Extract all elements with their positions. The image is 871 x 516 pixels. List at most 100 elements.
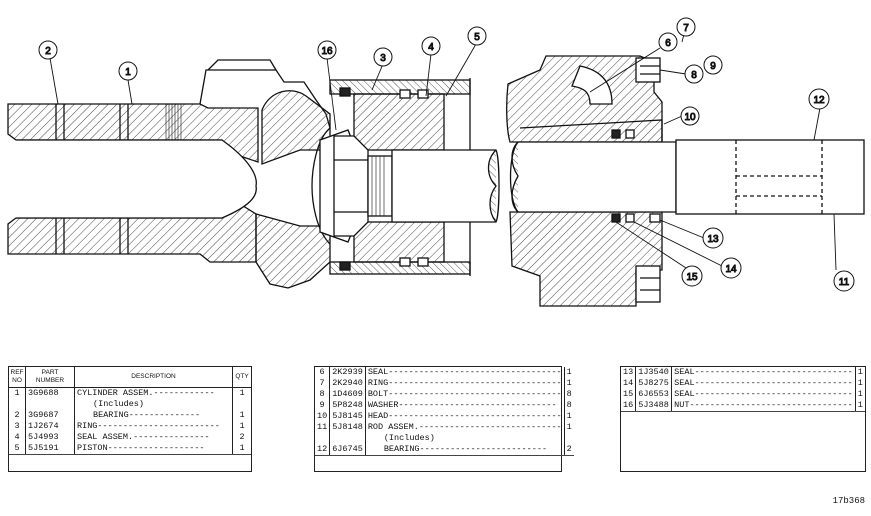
svg-text:1: 1 [125,67,131,78]
callout-6: 6 [658,32,678,52]
header-ref: REF NO [9,367,26,388]
svg-text:13: 13 [707,234,719,245]
cell-ref: 9 [315,400,331,411]
callout-8: 8 [684,64,704,84]
svg-text:2: 2 [45,46,51,57]
cell-part: 5P8248 [329,400,366,411]
cell-part: 1J2674 [25,421,75,432]
header-qty: QTY [232,367,251,388]
cell-qty: 1 [566,422,572,432]
cell-ref: 7 [315,378,331,389]
cell-qty: 2 [239,432,245,442]
cell-part: 3G9687 [25,410,75,421]
cell-ref: 12 [315,444,331,456]
cell-qty: 1 [239,388,245,398]
cell-desc: NUT-------------------------------- [671,400,856,412]
table-row: (Includes) [315,433,574,444]
cell-desc: WASHER------------------------------- [365,400,565,411]
cell-desc: BEARING------------------------- [365,444,565,456]
svg-text:7: 7 [683,23,689,34]
svg-text:11: 11 [839,277,850,288]
callout-7: 7 [676,17,696,37]
callout-1: 1 [118,61,138,81]
cell-part: 5J4993 [25,432,75,443]
cell-desc: (Includes) [365,433,565,444]
table-row: (Includes) [9,399,251,410]
svg-text:12: 12 [813,95,825,106]
callout-balloons: 1 2 3 4 5 6 7 8 9 10 11 12 13 14 15 16 [38,17,855,292]
cell-part: 5J8148 [329,422,366,433]
cell-ref: 2 [9,410,26,421]
cell-part: 3G9688 [25,387,75,399]
cell-ref: 14 [621,378,637,389]
svg-text:6: 6 [665,38,671,49]
cell-qty: 1 [239,421,245,431]
cell-desc: (Includes) [74,399,233,410]
svg-text:8: 8 [691,70,697,81]
cell-part [25,399,75,410]
cell-ref: 3 [9,421,26,432]
cell-desc: RING---------------------------------- [365,378,565,389]
cell-part: 5J8145 [329,411,366,422]
cell-desc: HEAD---------------------------------- [365,411,565,422]
cell-desc: RING------------------------ [74,421,233,432]
cell-qty: 8 [566,400,572,410]
svg-text:14: 14 [725,264,737,275]
cell-ref: 5 [9,443,26,455]
cell-part: 2K2940 [329,378,366,389]
cylinder-tube [311,78,471,276]
cell-qty: 1 [857,367,863,377]
head-assembly [506,55,677,307]
cell-ref: 1 [9,387,26,399]
callout-14: 14 [720,257,742,279]
figure-id: 17b368 [832,496,865,506]
cell-desc: SEAL ASSEM.--------------- [74,432,233,443]
callout-10: 10 [680,106,700,126]
callout-2: 2 [38,40,58,60]
cell-ref: 8 [315,389,331,400]
svg-text:9: 9 [710,61,716,72]
cell-qty: 1 [857,389,863,399]
cell-qty: 1 [566,367,572,377]
header-desc: DESCRIPTION [74,367,233,388]
callout-15: 15 [681,265,703,287]
cell-ref [315,433,331,444]
cell-desc: PISTON------------------- [74,443,233,455]
cell-part: 2K2939 [329,367,366,378]
cell-qty [564,433,574,444]
cell-part [329,433,366,444]
callout-13: 13 [702,227,724,249]
callout-5: 5 [467,26,487,46]
clevis-cylinder-body [7,59,331,289]
svg-text:4: 4 [428,42,434,53]
cell-ref: 6 [315,367,331,378]
cell-desc: BOLT---------------------------------- [365,389,565,400]
cell-qty: 2 [564,444,574,456]
callout-16: 16 [317,40,337,60]
cell-qty: 1 [855,400,865,412]
cell-qty: 1 [232,443,251,455]
cell-ref: 11 [315,422,331,433]
cell-ref [9,399,26,410]
cell-part: 5J8275 [635,378,673,389]
cell-desc: SEAL------------------------------- [671,367,856,378]
cell-desc: SEAL---------------------------------- [365,367,565,378]
callout-3: 3 [373,47,393,67]
cell-qty: 1 [566,411,572,421]
leader-lines [49,33,837,271]
cell-ref: 15 [621,389,637,400]
header-part: PART NUMBER [25,367,75,388]
cell-qty: 1 [566,378,572,388]
